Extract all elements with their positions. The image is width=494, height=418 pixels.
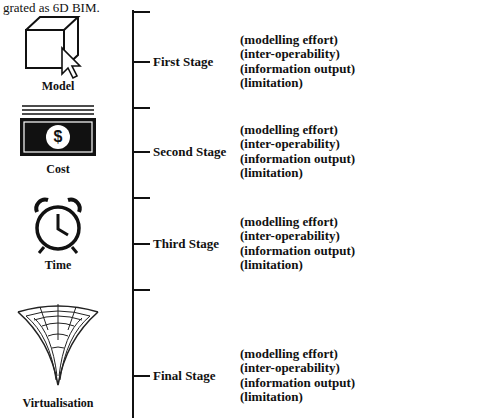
currency-symbol: $	[54, 128, 63, 146]
icon-caption: Cost	[46, 163, 69, 176]
stage-text: (inter-operability)	[240, 137, 340, 151]
stage-text: Final Stage	[153, 369, 215, 383]
stage-text: (limitation)	[240, 76, 303, 90]
icon-caption: Model	[42, 80, 75, 93]
stage-text: Third Stage	[153, 237, 219, 251]
clock-icon	[36, 200, 79, 253]
stage-text: (inter-operability)	[240, 361, 340, 375]
stage-text: (limitation)	[240, 258, 303, 272]
cursor-icon	[62, 48, 80, 78]
stage-text: (inter-operability)	[240, 47, 340, 61]
icon-caption: Time	[45, 259, 71, 272]
stage-text: Second Stage	[153, 145, 226, 159]
stage-text: First Stage	[153, 55, 213, 69]
money-icon	[20, 106, 96, 156]
timeline	[133, 10, 150, 418]
icon-caption: Virtualisation	[23, 397, 94, 410]
stage-text: (modelling effort)	[240, 33, 338, 47]
stage-text: (information output)	[240, 376, 355, 390]
wireframe-icon	[18, 304, 98, 385]
stage-text: (information output)	[240, 152, 355, 166]
icon-caption: grated as 6D BIM.	[3, 1, 100, 15]
stage-text: (inter-operability)	[240, 229, 340, 243]
stage-text: (limitation)	[240, 390, 303, 404]
stage-text: (modelling effort)	[240, 347, 338, 361]
stage-text: (information output)	[240, 62, 355, 76]
stage-text: (limitation)	[240, 166, 303, 180]
stage-text: (modelling effort)	[240, 123, 338, 137]
stage-text: (information output)	[240, 244, 355, 258]
stage-text: (modelling effort)	[240, 215, 338, 229]
